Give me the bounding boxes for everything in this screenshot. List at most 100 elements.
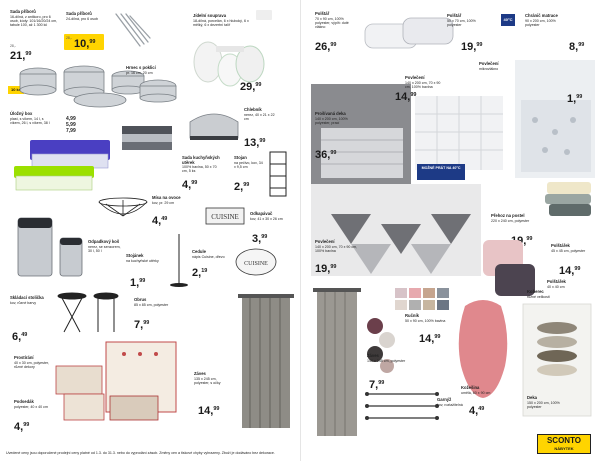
towels2-image <box>395 288 449 310</box>
right-page: Polštář 70 x 90 cm, 100% polyester, výpl… <box>300 0 600 461</box>
paperholder-text: Stojánek na kuchyňské utěrky <box>126 253 166 263</box>
breadbox-image <box>189 113 239 140</box>
knives-price: 10,99 <box>74 38 96 50</box>
towels-text: Sada kuchyňských utěrek 100% bavlna, 50 … <box>182 155 220 174</box>
paperholder-title: Stojánek <box>126 253 144 258</box>
towels-image <box>122 126 172 150</box>
bins-desc: nerez, se senzorem, 30 l, 50 l <box>88 244 121 253</box>
stools-text: Skládací stolička kov, různé barvy <box>10 295 54 305</box>
duvet-title: Prošívaná deka <box>315 111 346 116</box>
pans-title: Hrnec s poklicí <box>126 65 156 70</box>
cushion-single-text: Polštářek 40 x 40 cm <box>547 279 591 289</box>
cutlery-text: Sada příborů 16-dílná, z antikoro, pro 6… <box>10 9 58 27</box>
triangle-bedding-image <box>311 184 481 276</box>
pots-badge: 10 ks <box>8 86 24 94</box>
cuisine-sign-image: CUISINE <box>205 207 245 225</box>
white-bedroom-image <box>515 60 595 178</box>
set-white-price: 1,99 <box>567 93 583 105</box>
stools-desc: kov, různé barvy <box>10 300 37 305</box>
left-footer: Uvedené ceny jsou doporučené prodejní ce… <box>6 450 275 455</box>
rug-text: Obrus 85 x 85 cm, polyester <box>134 297 174 307</box>
bins-image <box>17 217 83 277</box>
pans-desc: pr. 16 cm, 20 cm <box>126 70 153 75</box>
duvet-price: 36,99 <box>315 149 337 161</box>
set-grey-text: Povlečení 140 x 200 cm, 70 x 90 cm, 100%… <box>315 239 359 253</box>
boxes-price-1: 4,99 <box>66 116 76 122</box>
rug2-text: Koberec různé velikosti <box>527 289 593 299</box>
bowl-desc: kov, pr. 29 cm <box>152 200 175 205</box>
throw-title: Přehoz na postel <box>491 213 525 218</box>
knives-price-tag <box>64 34 104 50</box>
left-page: Sada příborů 16-dílná, z antikoro, pro 6… <box>6 9 294 455</box>
curtain-desc: 135 x 245 cm, polyester, s očky <box>194 376 221 385</box>
cushions-image <box>483 240 535 296</box>
curtain2-text: Záves 140 x 245 cm, polyester <box>367 353 407 363</box>
wash-40c-badge: 40°C <box>501 14 515 26</box>
stools-image <box>57 292 119 333</box>
paperholder-price: 1,99 <box>130 277 146 289</box>
wall-desc: nápis Cuisine, dřevo <box>192 254 225 259</box>
bins-text: Odpadkový koš nerez, se senzorem, 30 l, … <box>88 239 122 253</box>
towels2-title: Ručník <box>405 313 419 318</box>
towels2-desc: 50 x 90 cm, 100% bavlna <box>405 318 446 323</box>
dinner-text: Jídelní souprava 18-dílná, porcelán, 6 x… <box>193 13 253 27</box>
curtain-image <box>238 294 294 428</box>
dryer-desc: kov, 41 x 30 x 26 cm <box>250 216 283 221</box>
topper-desc: 90 x 200 cm, 100% polyester <box>525 18 556 27</box>
bedroom-image <box>311 84 411 184</box>
rug2-image <box>522 303 592 417</box>
cushions-stack-image <box>545 182 591 216</box>
bowl-title: Mísa na ovoce <box>152 195 181 200</box>
bowl-image <box>98 197 148 217</box>
paperholder-desc: na kuchyňské utěrky <box>126 258 159 263</box>
fur-desc: umělá, 60 x 90 cm <box>461 390 491 395</box>
dinner-set-image <box>193 41 265 87</box>
bowl-price: 4,49 <box>152 215 168 227</box>
holder-desc: na pečivo, kov, 34 x 9,5 cm <box>234 160 263 169</box>
boxes-desc: plast, s víkem, 14 l, s víkem, 26 l, s v… <box>10 116 50 125</box>
stools-price: 6,49 <box>12 331 28 343</box>
pillow2-title: Polštář <box>447 13 462 18</box>
rug2-desc: různé velikosti <box>527 294 550 299</box>
throw-desc: 220 x 240 cm, polyester <box>491 218 530 223</box>
pillow-title: Polštář <box>315 11 330 16</box>
rug-desc: 85 x 85 cm, polyester <box>134 302 169 307</box>
duvet-image <box>415 96 503 170</box>
boxes-text: Úložný box plast, s víkem, 14 l, s víkem… <box>10 111 52 125</box>
knives-old-price: 28,- <box>66 36 72 40</box>
pillow-text: Polštář 70 x 90 cm, 100% polyester, výpl… <box>315 11 359 29</box>
stools-title: Skládací stolička <box>10 295 44 300</box>
bins-title: Odpadkový koš <box>88 239 120 244</box>
blanket-small-text: Povlečení 140 x 200 cm, 70 x 90 cm, 100%… <box>405 75 445 89</box>
paperholder-image <box>170 234 188 287</box>
rug2-title: Koberec <box>527 289 544 294</box>
pans-text: Hrnec s poklicí pr. 16 cm, 20 cm <box>126 65 166 75</box>
svg-text:CUISINE: CUISINE <box>244 261 268 267</box>
boxes-title: Úložný box <box>10 111 33 116</box>
set-white-desc: mikrovlákno <box>479 66 499 71</box>
curtain2-price: 7,99 <box>369 379 385 391</box>
chairpad-text: Podsedák polyester, 40 x 40 cm <box>14 399 48 409</box>
breadbox-desc: nerez, 40 x 21 x 22 cm <box>244 112 275 121</box>
set-grey-price: 19,99 <box>315 263 337 275</box>
topper-title: Chránič matrace <box>525 13 558 18</box>
breadbox-price: 13,99 <box>244 137 266 149</box>
towels2-text: Ručník 50 x 90 cm, 100% bavlna <box>405 313 449 323</box>
blanket-small-desc: 140 x 200 cm, 70 x 90 cm, 100% bavlna <box>405 80 441 89</box>
cushions-text: Polštářek 45 x 45 cm, polyester <box>551 243 593 253</box>
fur-price: 4,49 <box>469 405 485 417</box>
chairpad-title: Podsedák <box>14 399 34 404</box>
placemats-title: Prostírání <box>14 355 34 360</box>
curtain-text: Záves 135 x 245 cm, polyester, s očky <box>194 371 232 385</box>
throw-text: Přehoz na postel 220 x 240 cm, polyester <box>491 213 531 223</box>
placemats-desc: 40 x 30 cm, polyester, různé dekory <box>14 360 49 369</box>
holder-text: Stojan na pečivo, kov, 34 x 9,5 cm <box>234 155 264 169</box>
blanket-list-desc: 150 x 200 cm, 100% polyester <box>527 400 560 409</box>
rod-text: Garnýž kov, roztažitelná <box>437 397 467 407</box>
set-white-text: Povlečení mikrovlákno <box>479 61 515 71</box>
round-towels-image <box>367 318 395 373</box>
cutlery-price: 21,99 <box>10 50 32 62</box>
duvet-text: Prošívaná deka 140 x 200 cm, 100% polyes… <box>315 111 355 125</box>
pots-image <box>19 65 177 108</box>
cushion-single-desc: 40 x 40 cm <box>547 284 565 289</box>
